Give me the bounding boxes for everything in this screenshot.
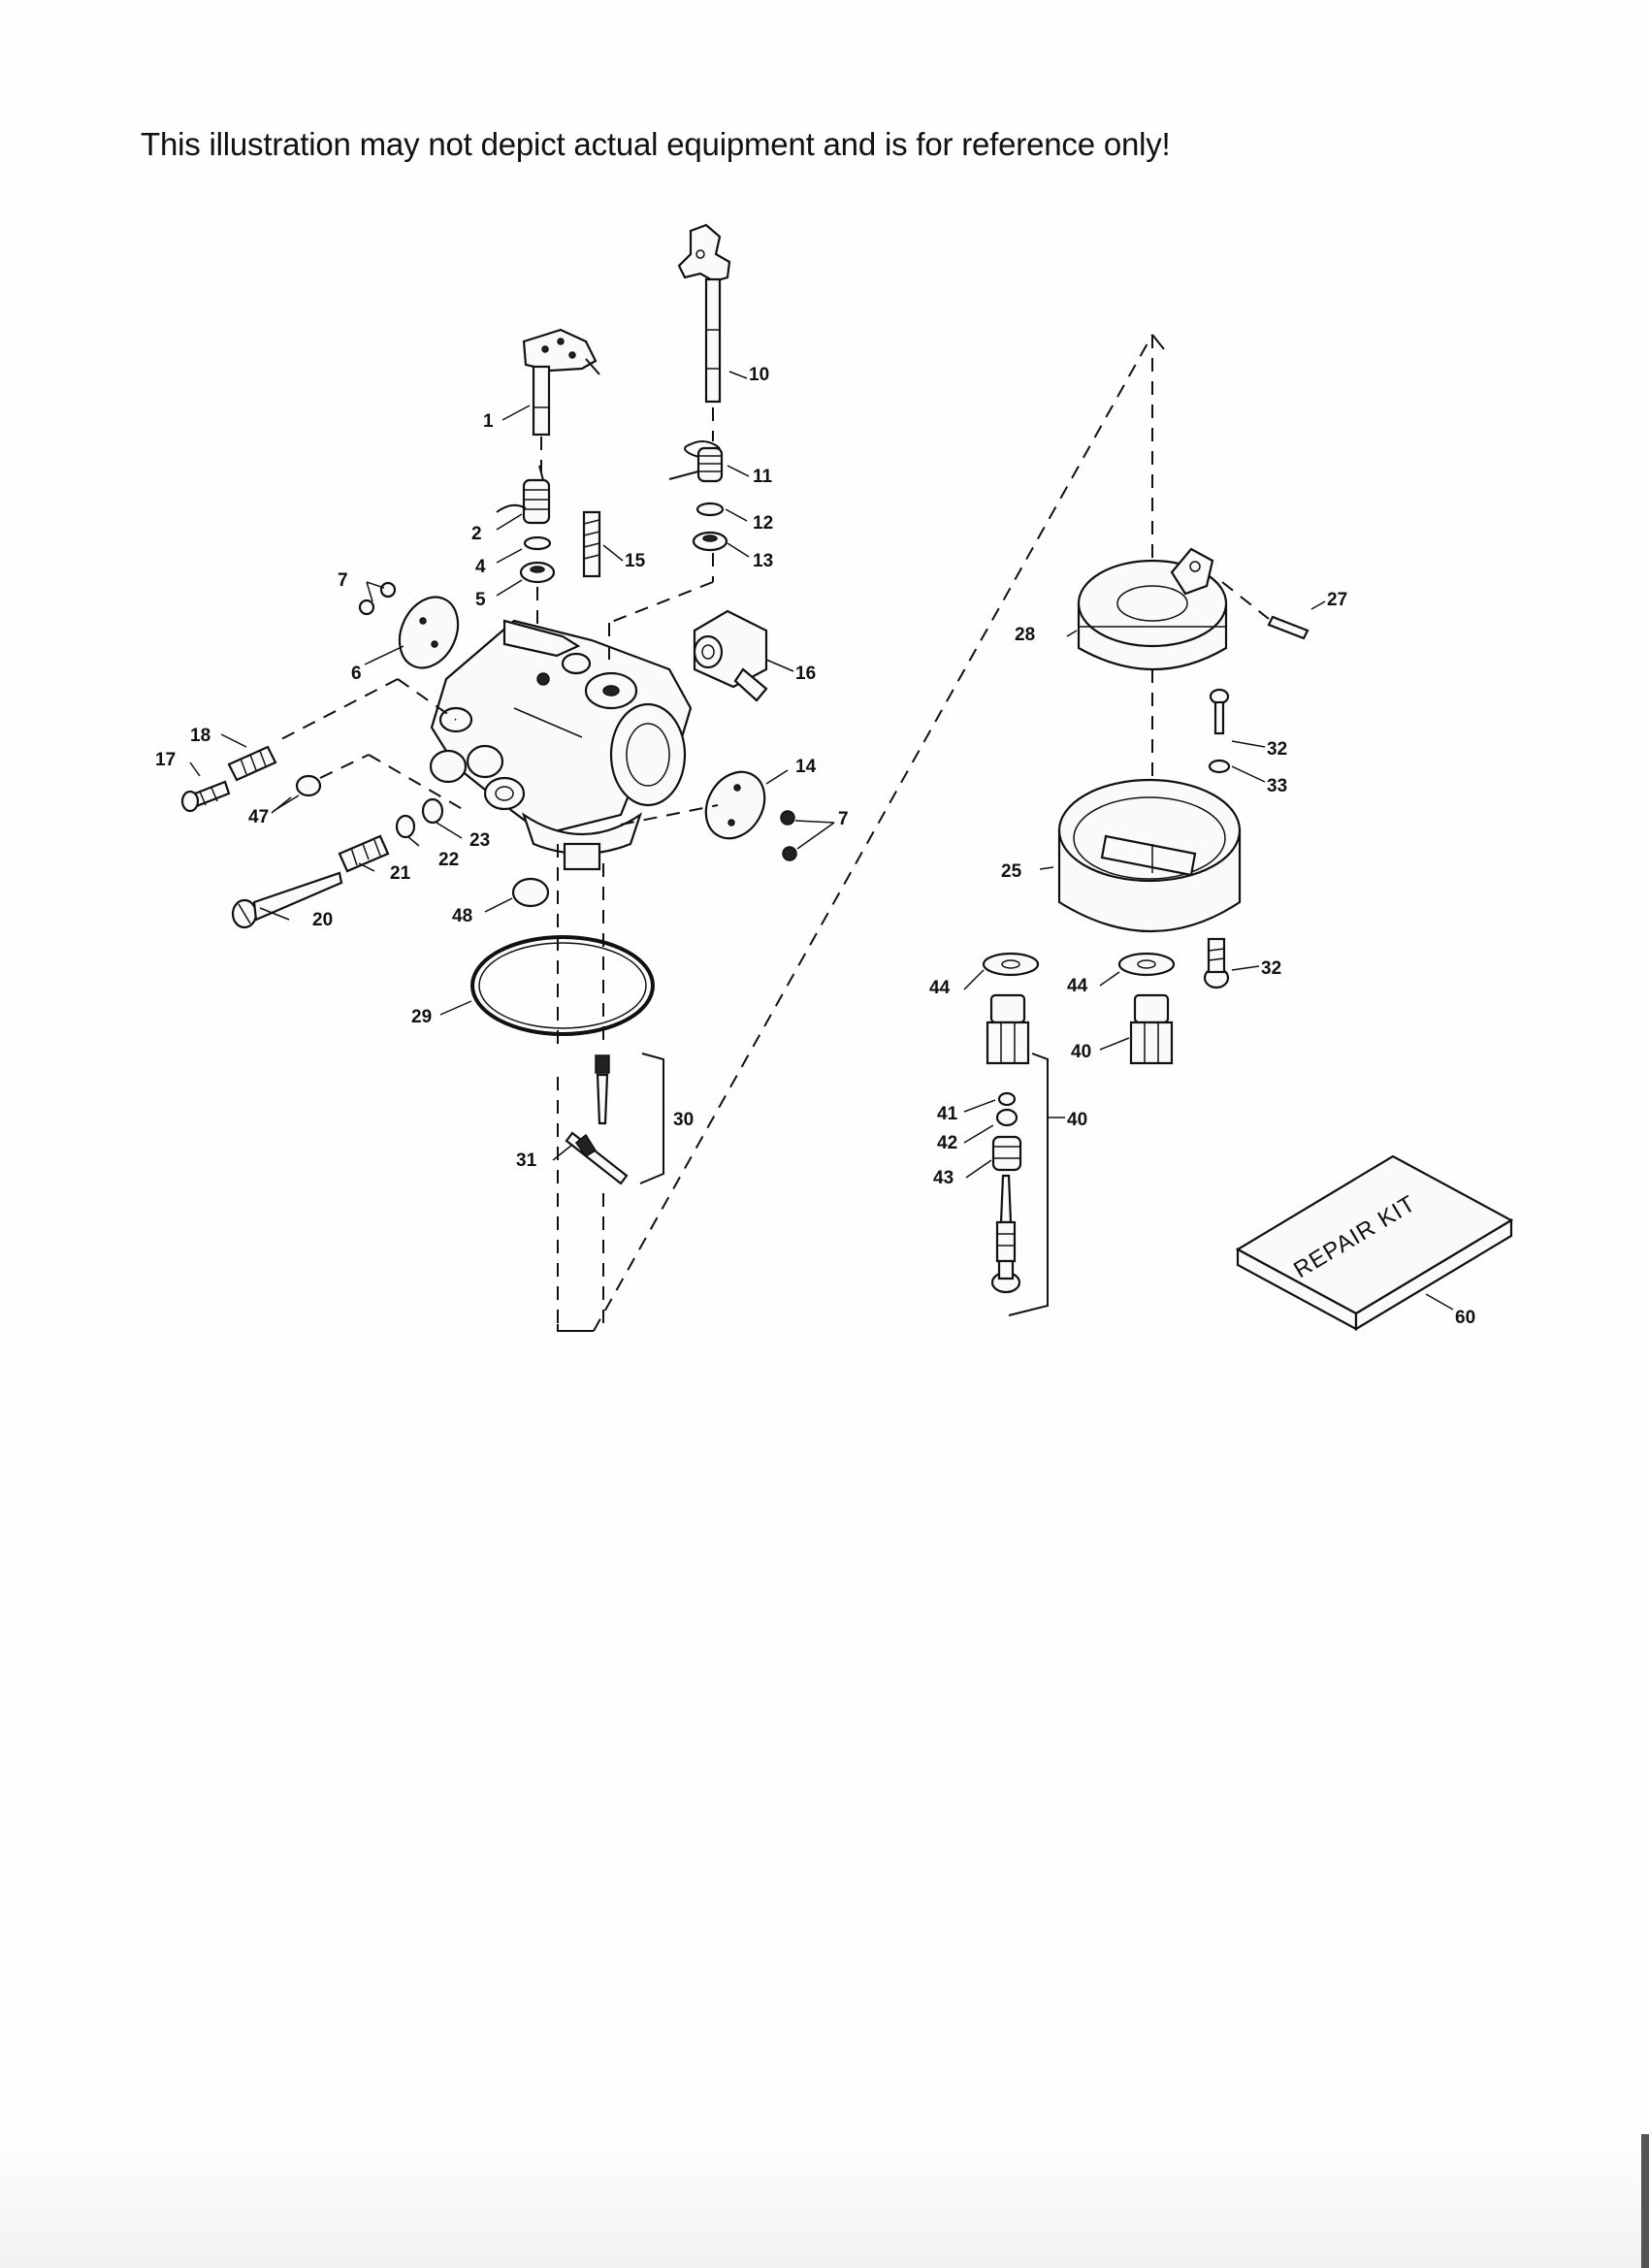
callout-leader-lines: [189, 371, 1454, 1311]
part-23-seal: [421, 797, 444, 825]
part-44-washer-right: [1117, 952, 1176, 977]
part-31-float-needle: [565, 1054, 629, 1185]
disclaimer-notice: This illustration may not depict actual …: [141, 126, 1171, 162]
part-47-plug: [295, 774, 322, 797]
part-17-idle-screw: [180, 780, 231, 813]
part-18-spring: [227, 745, 277, 782]
callout-47: 47: [248, 807, 269, 827]
assembly-guide-lines-left: [280, 334, 1165, 1332]
callout-22: 22: [438, 850, 459, 870]
callout-7-left: 7: [338, 570, 348, 591]
callout-44-left: 44: [929, 978, 951, 998]
callout-41: 41: [937, 1104, 958, 1124]
part-12-washer: [695, 502, 725, 517]
callout-44-right: 44: [1067, 976, 1088, 996]
part-15-stud: [582, 510, 601, 578]
part-7-screws-right: [780, 810, 835, 861]
callout-21: 21: [390, 863, 411, 884]
part-21-spring: [338, 834, 390, 873]
part-29-bowl-gasket: [470, 935, 655, 1036]
part-16-fuel-inlet: [693, 609, 768, 702]
part-42-washer: [995, 1108, 1018, 1127]
part-28-float: [1077, 547, 1228, 670]
part-7-screws-left: [358, 581, 397, 616]
part-20-adjusting-needle: [231, 871, 343, 929]
callout-60: 60: [1455, 1308, 1475, 1328]
callout-12: 12: [753, 513, 773, 534]
callout-6: 6: [351, 664, 362, 684]
part-6-choke-plate: [398, 596, 460, 669]
part-33-washer: [1208, 759, 1231, 774]
callout-numbers: 1 10 11 12 13 2 4 5 15 7 6 16 14 7 18 17…: [155, 365, 1475, 1328]
callout-16: 16: [795, 664, 816, 684]
callout-33: 33: [1267, 776, 1287, 796]
callout-48: 48: [452, 906, 472, 926]
callout-29: 29: [411, 1007, 432, 1027]
callout-7-right: 7: [838, 809, 849, 829]
callout-43: 43: [933, 1168, 954, 1188]
callout-28: 28: [1015, 625, 1035, 645]
callout-40-bracket: 40: [1067, 1110, 1087, 1130]
callout-42: 42: [937, 1133, 957, 1153]
callout-14: 14: [795, 757, 817, 777]
part-needle-valve: [990, 1174, 1021, 1294]
part-44-washer-left: [982, 952, 1040, 977]
callout-27: 27: [1327, 590, 1347, 610]
callout-4: 4: [475, 557, 486, 577]
callout-2: 2: [471, 524, 482, 544]
callout-40-right: 40: [1071, 1042, 1091, 1062]
part-2-spring: [496, 465, 551, 525]
part-13-seal: [692, 531, 728, 552]
part-5-seal: [519, 561, 556, 584]
part-40-nozzle-left: [986, 993, 1030, 1065]
callout-31: 31: [516, 1150, 537, 1171]
carburetor-body: [429, 619, 693, 871]
repair-kit-box: REPAIR KIT: [1235, 1154, 1514, 1331]
part-1-choke-shaft: [522, 328, 600, 437]
part-22-washer: [395, 814, 416, 839]
callout-30: 30: [673, 1110, 694, 1130]
part-10-throttle-shaft: [677, 223, 731, 404]
scan-edge-mark: [1641, 2134, 1649, 2268]
callout-32-bottom: 32: [1261, 958, 1281, 979]
callout-10: 10: [749, 365, 769, 385]
part-40-nozzle-right: [1129, 993, 1174, 1065]
part-11-spring: [668, 440, 724, 483]
part-14-throttle-plate: [704, 770, 766, 840]
scan-edge-shadow: [0, 2134, 1649, 2268]
callout-18: 18: [190, 726, 210, 746]
part-32-screw-top: [1209, 688, 1230, 735]
callout-17: 17: [155, 750, 176, 770]
callout-20: 20: [312, 910, 333, 930]
part-43-spring: [991, 1135, 1022, 1172]
callout-13: 13: [753, 551, 773, 571]
part-25-float-bowl: [1057, 778, 1242, 932]
part-41-o-ring: [997, 1091, 1017, 1107]
callout-25: 25: [1001, 861, 1022, 882]
part-48-plug: [511, 877, 550, 908]
callout-5: 5: [475, 590, 486, 610]
callout-15: 15: [625, 551, 646, 571]
callout-23: 23: [469, 830, 490, 851]
part-4-washer: [523, 535, 552, 551]
callout-32-top: 32: [1267, 739, 1287, 760]
part-27-float-pin: [1267, 615, 1310, 640]
part-32-screw-bottom: [1203, 937, 1230, 989]
bracket-30: [639, 1053, 664, 1184]
callout-1: 1: [483, 411, 494, 432]
callout-11: 11: [753, 467, 773, 487]
bracket-40: [1008, 1053, 1049, 1316]
